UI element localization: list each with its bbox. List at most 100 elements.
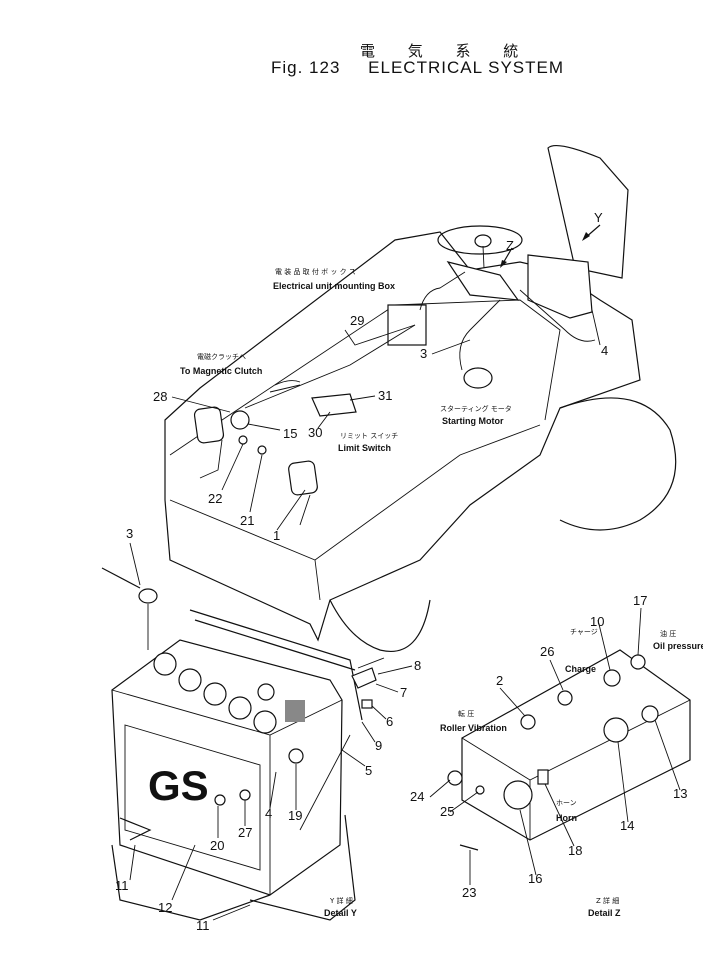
box-label: Electrical unit mounting Box: [273, 281, 395, 291]
part-number-5: 5: [365, 763, 372, 778]
detail-y-label: Detail Y: [324, 908, 357, 918]
part-number-3-upper: 3: [420, 346, 427, 361]
machine-body-drawing: Y Z: [164, 145, 677, 652]
battery-box-rear: [527, 254, 593, 319]
part-number-31: 31: [378, 388, 392, 403]
harness-wire-29: [244, 324, 416, 409]
view-z-label: Z: [506, 238, 514, 253]
part-number-8: 8: [414, 658, 421, 673]
horn-button-16: [503, 780, 533, 810]
lamp-charge: [603, 669, 621, 687]
part-number-14: 14: [620, 818, 634, 833]
lamp-charge-26: [557, 690, 573, 706]
part-number-26: 26: [540, 644, 554, 659]
part-number-20: 20: [210, 838, 224, 853]
limit-switch-label-jp: リミット スイッチ: [340, 432, 398, 440]
part-number-28: 28: [153, 389, 167, 404]
roller-label: Roller Vibration: [440, 723, 507, 733]
lamp-roller-vibration: [520, 714, 536, 730]
machine-body-outline: [164, 231, 641, 642]
part-number-18: 18: [568, 843, 582, 858]
box-label-jp: 電 装 品 取 付 ボ ッ ク ス: [275, 267, 356, 276]
figure-number: Fig. 123: [271, 58, 341, 77]
battery-tray: [111, 844, 271, 921]
part-number-29: 29: [350, 313, 364, 328]
terminal-part-8: [357, 657, 385, 669]
horn-label-jp: ホーン: [556, 799, 577, 807]
part-number-6: 6: [386, 714, 393, 729]
oil-pressure-label-jp: 油 圧: [660, 629, 676, 638]
callout-labels: 電 装 品 取 付 ボ ッ ク ス Electrical unit mounti…: [180, 267, 703, 918]
part-number-10: 10: [590, 614, 604, 629]
part-number-11-upper: 11: [115, 878, 129, 893]
part-numbers: 29 3 4 31 28 15 30 22 21 1 3 8 7 6 9 5 4…: [115, 313, 687, 933]
electrical-mounting-box: [387, 304, 427, 346]
part-number-22: 22: [208, 491, 222, 506]
lamp-oil-pressure: [630, 654, 646, 670]
key-switch-14: [603, 717, 629, 743]
headlamp-left: [193, 406, 225, 444]
steering-wheel: [437, 225, 523, 255]
part-number-4-lower: 4: [265, 806, 272, 821]
part-number-23: 23: [462, 885, 476, 900]
terminal-part-7: [351, 667, 377, 689]
figure-title-japanese: 電 気 系 統: [360, 42, 533, 60]
part-number-13: 13: [673, 786, 687, 801]
starting-motor-label: Starting Motor: [442, 416, 504, 426]
seat-back: [547, 145, 629, 279]
bolt-21: [257, 445, 267, 455]
part-number-12: 12: [158, 900, 172, 915]
part-number-9: 9: [375, 738, 382, 753]
connector-15: [230, 410, 250, 430]
switch-13: [641, 705, 659, 723]
detail-y-label-jp: Y 詳 細: [329, 896, 353, 905]
part-number-25: 25: [440, 804, 454, 819]
part-number-17: 17: [633, 593, 647, 608]
part-number-1: 1: [273, 528, 280, 543]
battery-case: [111, 639, 343, 896]
dashboard-panel: [446, 261, 520, 301]
part-number-15: 15: [283, 426, 297, 441]
limit-switch: [311, 393, 357, 417]
part-number-24: 24: [410, 789, 424, 804]
oil-pressure-label: Oil pressure: [653, 641, 703, 651]
view-y-label: Y: [594, 210, 603, 225]
horn-label: Horn: [556, 813, 577, 823]
part-number-4-upper: 4: [601, 343, 608, 358]
horn-switch-18: [537, 769, 549, 785]
limit-switch-label: Limit Switch: [338, 443, 391, 453]
roller-label-jp: 転 圧: [458, 710, 474, 718]
clutch-label: To Magnetic Clutch: [180, 366, 262, 376]
part-number-27: 27: [238, 825, 252, 840]
detail-z-panel: [447, 649, 691, 851]
detail-z-label-jp: Z 詳 細: [596, 896, 619, 905]
detail-z-label: Detail Z: [588, 908, 621, 918]
figure-title: Fig. 123 ELECTRICAL SYSTEM: [271, 58, 564, 78]
figure-title-english: ELECTRICAL SYSTEM: [368, 58, 565, 77]
part-number-7: 7: [400, 685, 407, 700]
part-number-30: 30: [308, 425, 322, 440]
part-number-19: 19: [288, 808, 302, 823]
battery-brand-logo: GS: [148, 762, 209, 809]
starting-motor: [463, 367, 493, 389]
screw-23: [459, 844, 479, 851]
battery-assembly: GS: [111, 609, 385, 921]
part-number-21: 21: [240, 513, 254, 528]
headlamp-right: [288, 460, 318, 496]
leader-lines: [129, 309, 681, 921]
part-number-11-lower: 11: [196, 918, 210, 933]
terminal-part-6: [361, 699, 373, 709]
part-number-16: 16: [528, 871, 542, 886]
hold-down-rod: [299, 734, 351, 831]
nut-24: [447, 770, 463, 786]
charge-label: Charge: [565, 664, 596, 674]
roller-wheel: [559, 397, 677, 531]
clutch-label-jp: 電磁クラッチへ: [197, 352, 246, 361]
part-number-3-lower: 3: [126, 526, 133, 541]
starting-motor-label-jp: スターティング モータ: [440, 404, 512, 413]
front-roller: [329, 599, 431, 652]
charge-label-jp: チャージ: [570, 628, 598, 636]
washer-22: [238, 435, 248, 445]
